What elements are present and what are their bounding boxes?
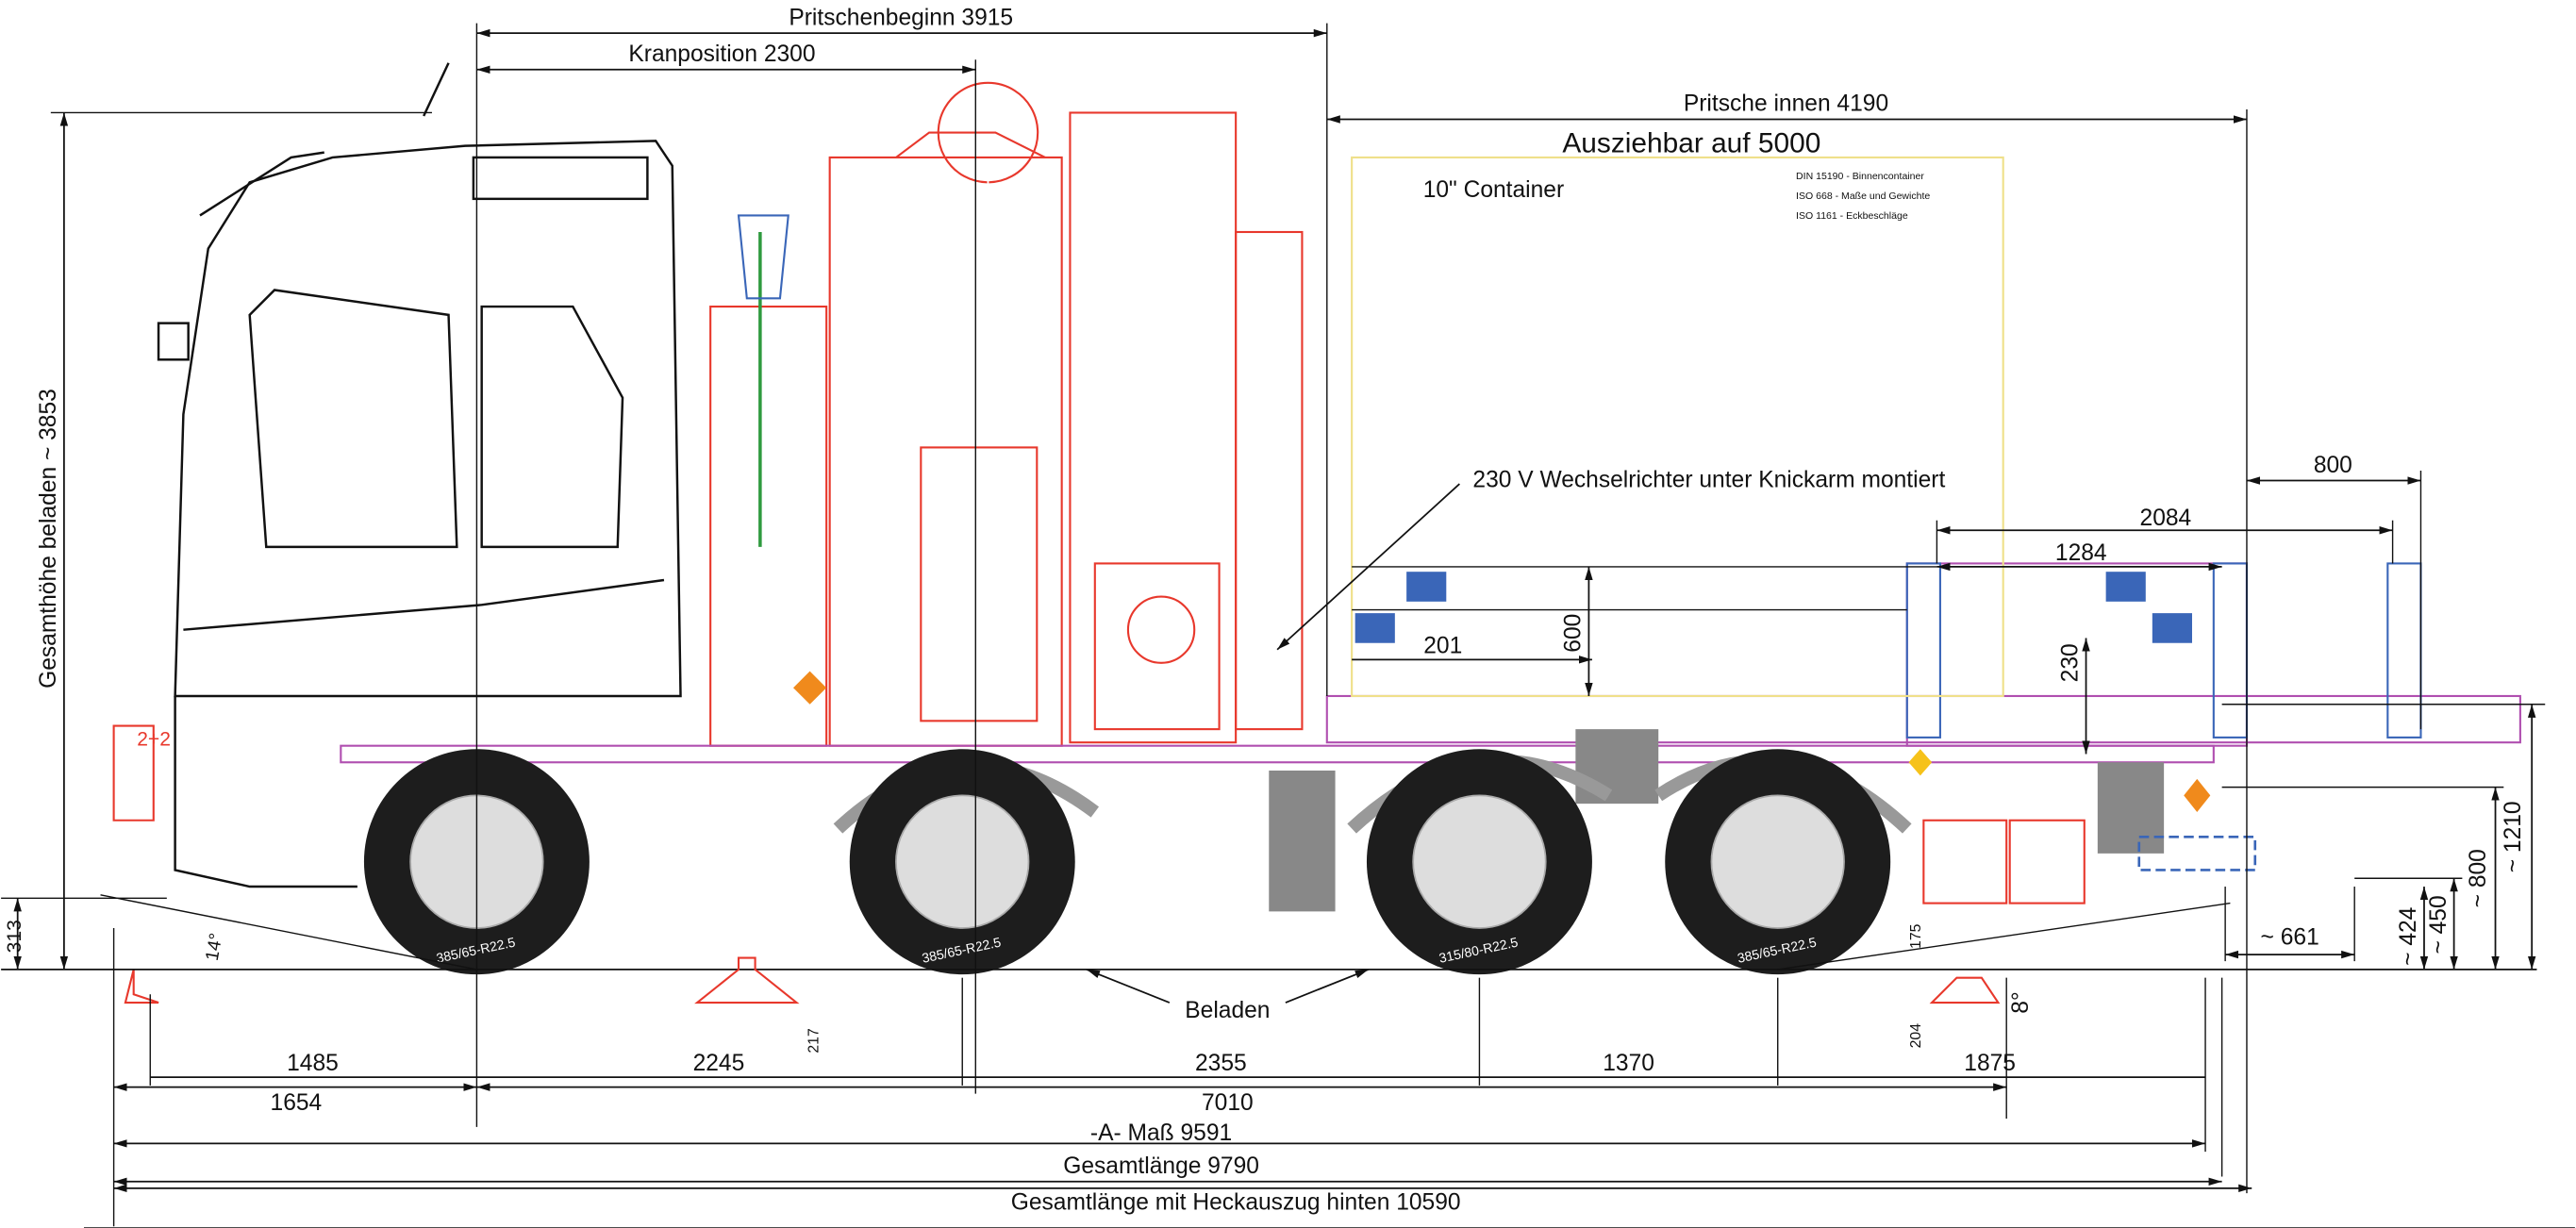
svg-text:Gesamtlänge mit Heckauszug hin: Gesamtlänge mit Heckauszug hinten 10590 bbox=[1011, 1190, 1461, 1216]
axle-spacing: 1370 bbox=[1603, 1051, 1654, 1076]
axle-spacing-row: 1485 2245 2355 1370 1875 bbox=[150, 1051, 2206, 1078]
wheel-2 bbox=[849, 749, 1075, 975]
svg-text:1654: 1654 bbox=[271, 1090, 323, 1116]
container-standard: ISO 668 - Maße und Gewichte bbox=[1796, 191, 1930, 202]
dimension-2084: 2084 bbox=[1936, 506, 2394, 564]
svg-text:~ 1210: ~ 1210 bbox=[2501, 801, 2526, 872]
bottom-extension-lines bbox=[112, 927, 2223, 1227]
container-standard: DIN 15190 - Binnencontainer bbox=[1796, 171, 1924, 182]
dimension-total-height: Gesamthöhe beladen ~ 3853 bbox=[36, 111, 432, 970]
axle-spacing: 2355 bbox=[1195, 1051, 1247, 1076]
approach-line bbox=[100, 894, 477, 971]
container-outline bbox=[1351, 156, 2004, 698]
dimension-175: 175 bbox=[1908, 923, 1924, 949]
axle-spacing: 1875 bbox=[1964, 1051, 2016, 1076]
inverter-annotation: 230 V Wechselrichter unter Knickarm mont… bbox=[1276, 468, 1945, 651]
svg-text:~ 424: ~ 424 bbox=[2396, 907, 2421, 966]
dimension-424: ~ 424 bbox=[2396, 887, 2429, 970]
dimension-450: ~ 450 bbox=[2354, 877, 2463, 970]
svg-text:313: 313 bbox=[4, 920, 25, 953]
crane bbox=[709, 81, 1304, 747]
dimension-204: 204 bbox=[1908, 1023, 1924, 1049]
svg-text:-A- Maß 9591: -A- Maß 9591 bbox=[1090, 1120, 1232, 1146]
svg-text:~ 800: ~ 800 bbox=[2466, 849, 2491, 907]
dimension-front-overhang: 1654 bbox=[113, 1083, 477, 1116]
dimension-800-height: ~ 800 bbox=[2221, 786, 2504, 970]
dimension-a: -A- Maß 9591 bbox=[113, 1120, 2206, 1148]
wheel-4 bbox=[1665, 749, 1891, 975]
truck-cab bbox=[157, 62, 682, 888]
svg-text:Kranposition 2300: Kranposition 2300 bbox=[628, 41, 815, 67]
outrigger-foot bbox=[694, 956, 800, 1004]
axle-spacing: 2245 bbox=[693, 1051, 745, 1076]
svg-text:230 V Wechselrichter unter Kni: 230 V Wechselrichter unter Knickarm mont… bbox=[1472, 468, 1945, 493]
svg-text:2084: 2084 bbox=[2140, 506, 2192, 531]
dimension-230: 230 bbox=[2058, 638, 2090, 755]
dimension-800-top: 800 bbox=[2246, 453, 2422, 730]
outrigger-foot bbox=[1929, 976, 2001, 1004]
dimension-661: ~ 661 bbox=[2224, 887, 2355, 962]
svg-text:~ 661: ~ 661 bbox=[2261, 925, 2319, 951]
dimension-wheelbase: 7010 bbox=[476, 1083, 2007, 1116]
container-title: 10" Container bbox=[1423, 177, 1564, 203]
dimension-201: 201 bbox=[1352, 608, 1907, 664]
svg-text:1284: 1284 bbox=[2055, 540, 2107, 566]
extendable-label: Ausziehbar auf 5000 bbox=[1562, 128, 1820, 159]
svg-text:7010: 7010 bbox=[1202, 1090, 1254, 1116]
wheel-3 bbox=[1366, 749, 1592, 975]
axle-spacing: 1485 bbox=[287, 1051, 339, 1076]
svg-text:Pritschenbeginn 3915: Pritschenbeginn 3915 bbox=[789, 5, 1013, 30]
loaded-annotation: Beladen bbox=[1086, 969, 1370, 1023]
dimension-total-length-extended: Gesamtlänge mit Heckauszug hinten 10590 bbox=[113, 1184, 2252, 1216]
dimension-bed-inner: Pritsche innen 4190 bbox=[1326, 91, 2248, 1194]
dimension-bed-start: Pritschenbeginn 3915 bbox=[475, 5, 1328, 1127]
svg-text:Gesamtlänge 9790: Gesamtlänge 9790 bbox=[1063, 1153, 1259, 1179]
dimension-1284: 1284 bbox=[1936, 540, 2222, 572]
container-standard: ISO 1161 - Eckbeschläge bbox=[1796, 210, 1908, 222]
svg-text:Pritsche innen 4190: Pritsche innen 4190 bbox=[1684, 91, 1888, 117]
dimension-600: 600 bbox=[1352, 566, 1937, 696]
dimension-total-length: Gesamtlänge 9790 bbox=[113, 1153, 2222, 1187]
dimension-1210: ~ 1210 bbox=[2221, 704, 2546, 970]
svg-text:~ 450: ~ 450 bbox=[2426, 895, 2451, 954]
dimension-313: 313 bbox=[1, 897, 167, 970]
svg-text:Gesamthöhe beladen ~ 3853: Gesamthöhe beladen ~ 3853 bbox=[36, 389, 61, 689]
dimension-crane-position: Kranposition 2300 bbox=[476, 41, 976, 1094]
front-outrigger bbox=[112, 724, 159, 1004]
svg-text:Beladen: Beladen bbox=[1185, 998, 1270, 1023]
approach-angle: 14° bbox=[203, 932, 227, 962]
departure-angle: 8° bbox=[2008, 991, 2034, 1013]
svg-text:800: 800 bbox=[2314, 453, 2352, 478]
svg-text:230: 230 bbox=[2058, 643, 2084, 682]
departure-line bbox=[1777, 902, 2231, 971]
dimension-217: 217 bbox=[806, 1028, 822, 1053]
svg-text:201: 201 bbox=[1423, 633, 1462, 658]
svg-text:600: 600 bbox=[1561, 614, 1587, 653]
